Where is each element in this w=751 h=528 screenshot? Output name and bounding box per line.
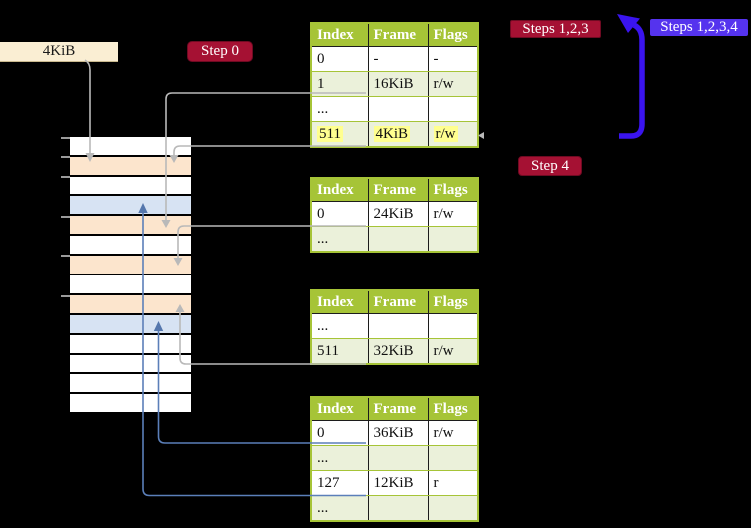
- steps-1234-badge: Steps 1,2,3,4: [650, 19, 748, 36]
- table-row: ...: [311, 226, 478, 253]
- arrowhead-up-left-icon: [617, 14, 640, 33]
- table-cell: 16KiB: [368, 71, 429, 97]
- column-header: Flags: [428, 23, 478, 47]
- physical-memory: [70, 137, 191, 414]
- memory-frame-row: [70, 334, 191, 353]
- memory-frame-row: [70, 216, 191, 235]
- column-header: Index: [311, 178, 369, 202]
- table-cell: 12KiB: [368, 470, 429, 496]
- memory-tick: [61, 156, 70, 159]
- table-cell: ...: [311, 226, 369, 253]
- column-header: Flags: [428, 178, 478, 202]
- table-cell: r/w: [428, 121, 478, 148]
- table-cell: [428, 226, 478, 253]
- steps-flow-arrow: [619, 22, 645, 139]
- memory-frame-row: [70, 156, 191, 175]
- table-cell: -: [428, 46, 478, 72]
- memory-tick: [61, 295, 70, 298]
- column-header: Index: [311, 290, 369, 314]
- table-row: ...: [311, 313, 478, 339]
- table-cell: r: [428, 470, 478, 496]
- table-cell: 0: [311, 46, 369, 72]
- table-cell: 0: [311, 201, 369, 227]
- steps-123-badge: Steps 1,2,3: [510, 20, 601, 38]
- memory-frame-row: [70, 176, 191, 195]
- table-row: 0--: [311, 46, 478, 72]
- memory-frame-row: [70, 374, 191, 393]
- memory-tick: [61, 255, 70, 258]
- table-cell: [428, 445, 478, 471]
- memory-frame-row: [70, 315, 191, 333]
- column-header: Index: [311, 23, 369, 47]
- column-header: Frame: [368, 397, 429, 421]
- memory-tick: [61, 136, 70, 139]
- table-cell: r/w: [428, 71, 478, 97]
- table-cell: 36KiB: [368, 420, 429, 446]
- table-cell: ...: [311, 445, 369, 471]
- table-row: ...: [311, 495, 478, 522]
- column-header: Flags: [428, 397, 478, 421]
- table-cell: 511: [311, 121, 369, 148]
- table-cell: ...: [311, 495, 369, 522]
- step-0-badge: Step 0: [187, 41, 253, 62]
- table-cell: 24KiB: [368, 201, 429, 227]
- table-cell: r/w: [428, 338, 478, 365]
- memory-tick: [61, 176, 70, 179]
- table-cell: r/w: [428, 420, 478, 446]
- table-cell: 511: [311, 338, 369, 365]
- memory-frame-row: [70, 235, 191, 254]
- table-cell: [428, 96, 478, 122]
- table-cell: [368, 313, 429, 339]
- table-cell: 1: [311, 71, 369, 97]
- column-header: Frame: [368, 23, 429, 47]
- memory-frame-row: [70, 137, 191, 155]
- step-4-badge: Step 4: [518, 156, 582, 176]
- table-cell: ...: [311, 313, 369, 339]
- table-cell: 4KiB: [368, 121, 429, 148]
- table-cell: -: [368, 46, 429, 72]
- table-cell: r/w: [428, 201, 478, 227]
- column-header: Frame: [368, 178, 429, 202]
- table-cell: 127: [311, 470, 369, 496]
- memory-frame-row: [70, 196, 191, 215]
- memory-frame-row: [70, 275, 191, 294]
- table-row: ...: [311, 96, 478, 122]
- column-header: Index: [311, 397, 369, 421]
- table-cell: [368, 226, 429, 253]
- memory-frame-row: [70, 354, 191, 373]
- table-cell: [428, 495, 478, 522]
- table-cell: [368, 445, 429, 471]
- table-row: ...: [311, 445, 478, 471]
- memory-tick: [61, 215, 70, 218]
- table-cell: [428, 313, 478, 339]
- table-cell: 0: [311, 420, 369, 446]
- memory-frame-row: [70, 295, 191, 314]
- column-header: Flags: [428, 290, 478, 314]
- table-cell: [368, 495, 429, 522]
- memory-frame-row: [70, 394, 191, 413]
- table-cell: [368, 96, 429, 122]
- frame-size-label: 4KiB: [0, 42, 118, 62]
- memory-frame-row: [70, 255, 191, 274]
- column-header: Frame: [368, 290, 429, 314]
- table-cell: ...: [311, 96, 369, 122]
- table-cell: 32KiB: [368, 338, 429, 365]
